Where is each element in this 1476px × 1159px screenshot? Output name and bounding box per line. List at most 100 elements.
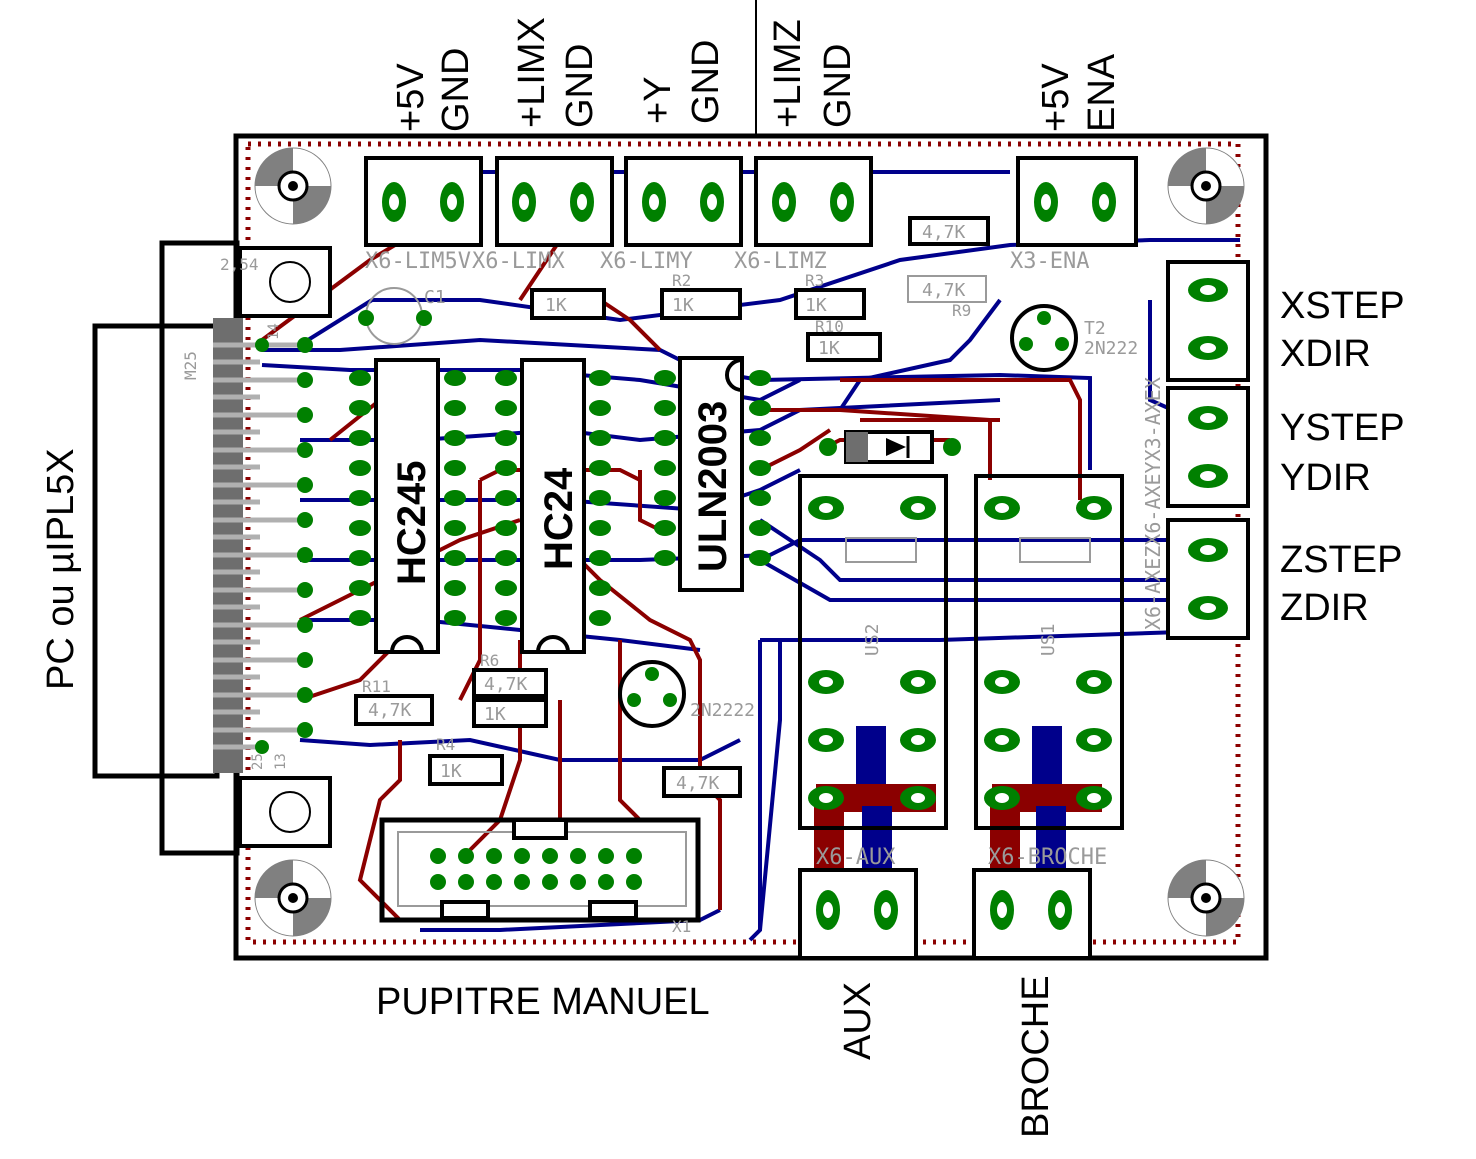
resistor-r5: 1K bbox=[472, 698, 548, 728]
silk-x3-ena: X3-ENA bbox=[1010, 249, 1089, 274]
resistor-r11: 4,7K R11 bbox=[354, 677, 434, 726]
transistor-t1: 2N2222 bbox=[618, 660, 755, 728]
us2-silk: US2 bbox=[862, 623, 883, 656]
label-xstep: XSTEP bbox=[1280, 285, 1405, 327]
r2b-value: 1K bbox=[672, 295, 694, 316]
resistor-r2b: 1K R2 bbox=[660, 271, 742, 320]
label-pin-limz: +LIMZ bbox=[767, 19, 809, 128]
label-pin-y: +Y bbox=[637, 76, 679, 124]
r2-silk: R2 bbox=[672, 271, 691, 290]
bottom-connector-aux: X6-AUX bbox=[798, 845, 918, 960]
bottom-connector-broche: X6-BROCHE bbox=[972, 845, 1107, 960]
pin13-silk: 13 bbox=[273, 753, 289, 770]
resistor-r3: 1K R3 bbox=[794, 271, 866, 320]
resistor-r9: 4,7K R9 bbox=[907, 275, 987, 320]
label-zstep: ZSTEP bbox=[1280, 539, 1402, 581]
resistor-r2: 1K bbox=[530, 288, 606, 320]
r4-value: 1K bbox=[440, 761, 462, 782]
r8-value: 4,7K bbox=[922, 222, 966, 243]
top-connector-x6-limz bbox=[754, 156, 873, 247]
r3-silk: R3 bbox=[805, 271, 824, 290]
top-connector-x6-lim5v bbox=[364, 156, 483, 247]
m25-silk: M25 bbox=[181, 351, 200, 380]
r5-value: 1K bbox=[484, 704, 506, 725]
ic-uln2003: ULN2003 bbox=[654, 356, 771, 592]
resistor-r8: 4,7K bbox=[908, 216, 990, 246]
mounting-hole-bottom-right bbox=[1167, 859, 1245, 937]
label-pin-5v-2: +5V bbox=[1035, 63, 1077, 132]
label-pin-gnd-2: GND bbox=[559, 44, 601, 128]
silk-x6-aux: X6-AUX bbox=[816, 845, 896, 870]
silk-x6-lim5v: X6-LIM5V bbox=[365, 249, 471, 274]
pin25-silk: 25 bbox=[250, 753, 266, 770]
label-pin-ena: ENA bbox=[1081, 53, 1123, 132]
label-pin-5v-1: +5V bbox=[390, 63, 432, 132]
top-connector-labels: +5V GND +LIMX GND +Y GND +LIMZ GND +5V E… bbox=[390, 17, 1123, 132]
mounting-hole-top-left bbox=[254, 147, 332, 225]
silk-x6-broche: X6-BROCHE bbox=[988, 845, 1107, 870]
top-connector-silk: X6-LIM5V X6-LIMX X6-LIMY X6-LIMZ X3-ENA bbox=[365, 249, 1089, 274]
silk-right-axes: X6-AXEZX6-AXEYX3-AXEX bbox=[1141, 377, 1165, 630]
r4-silk: R4 bbox=[436, 735, 455, 754]
r7-value: 4,7K bbox=[676, 773, 720, 794]
x1-silk: X1 bbox=[672, 917, 691, 936]
label-pin-gnd-4: GND bbox=[817, 44, 859, 128]
ic-hc244: HC24 bbox=[495, 358, 611, 654]
chip-hc244-label: HC24 bbox=[537, 467, 581, 570]
label-pin-gnd-1: GND bbox=[435, 48, 477, 132]
r6-value: 4,7K bbox=[484, 674, 528, 695]
hole-spacing-silk: 2,54 bbox=[220, 255, 259, 274]
label-ydir: YDIR bbox=[1280, 457, 1371, 499]
r6-silk: R6 bbox=[480, 651, 499, 670]
r3-value: 1K bbox=[805, 295, 827, 316]
db25-connector: 2,54 M25 14 25 13 bbox=[92, 240, 332, 856]
right-connector-axex bbox=[1166, 260, 1250, 382]
resistor-r7: 4,7K bbox=[662, 766, 742, 798]
label-xdir: XDIR bbox=[1280, 333, 1371, 375]
r9-value: 4,7K bbox=[922, 280, 966, 301]
pin14-silk: 14 bbox=[266, 323, 282, 340]
chip-uln2003-label: ULN2003 bbox=[691, 401, 735, 572]
label-ystep: YSTEP bbox=[1280, 407, 1405, 449]
relay-us1: US1 bbox=[974, 474, 1124, 830]
capacitor-c1: C1 bbox=[358, 287, 446, 345]
top-connector-x3-ena bbox=[1016, 156, 1138, 247]
label-pin-limx: +LIMX bbox=[511, 17, 553, 128]
c1-silk: C1 bbox=[424, 287, 446, 308]
r10-value: 1K bbox=[818, 338, 840, 359]
resistor-r10: 1K R10 bbox=[806, 317, 882, 362]
top-connector-x6-limx bbox=[495, 156, 614, 247]
top-connector-x6-limy bbox=[624, 156, 743, 247]
r2-value: 1K bbox=[545, 295, 567, 316]
silk-x6-limy: X6-LIMY bbox=[600, 249, 693, 274]
header-pupitre-manuel: X1 bbox=[379, 817, 701, 936]
diode-d1 bbox=[819, 430, 961, 464]
relay-us2: US2 bbox=[798, 474, 948, 830]
mounting-hole-top-right bbox=[1167, 147, 1245, 225]
mounting-hole-bottom-left bbox=[254, 859, 332, 937]
resistor-r6: 4,7K R6 bbox=[472, 651, 548, 698]
chip-hc245-label: HC245 bbox=[390, 460, 434, 585]
silk-x6-limx: X6-LIMX bbox=[472, 249, 565, 274]
r9-silk: R9 bbox=[952, 301, 971, 320]
label-broche: BROCHE bbox=[1015, 975, 1057, 1138]
label-zdir: ZDIR bbox=[1280, 587, 1369, 629]
t1-type-silk: 2N2222 bbox=[690, 700, 755, 721]
r11-silk: R11 bbox=[362, 677, 391, 696]
right-connector-axey bbox=[1166, 386, 1250, 508]
silk-x6-limz: X6-LIMZ bbox=[734, 249, 827, 274]
r11-value: 4,7K bbox=[368, 700, 412, 721]
label-aux: AUX bbox=[837, 982, 879, 1060]
transistor-t2: T2 2N222 bbox=[1010, 304, 1138, 372]
label-pupitre-manuel: PUPITRE MANUEL bbox=[376, 981, 710, 1023]
ic-hc245: HC245 bbox=[349, 358, 466, 654]
us1-silk: US1 bbox=[1038, 623, 1059, 656]
right-connector-labels: XSTEP XDIR YSTEP YDIR ZSTEP ZDIR bbox=[1280, 285, 1405, 629]
label-pin-gnd-3: GND bbox=[685, 40, 727, 124]
label-pc-uipl5x: PC ou µIPL5X bbox=[40, 448, 82, 690]
t2-silk: T2 bbox=[1084, 318, 1106, 339]
t2-type-silk: 2N222 bbox=[1084, 338, 1138, 359]
resistor-r4: 1K R4 bbox=[428, 735, 504, 786]
r10-silk: R10 bbox=[815, 317, 844, 336]
